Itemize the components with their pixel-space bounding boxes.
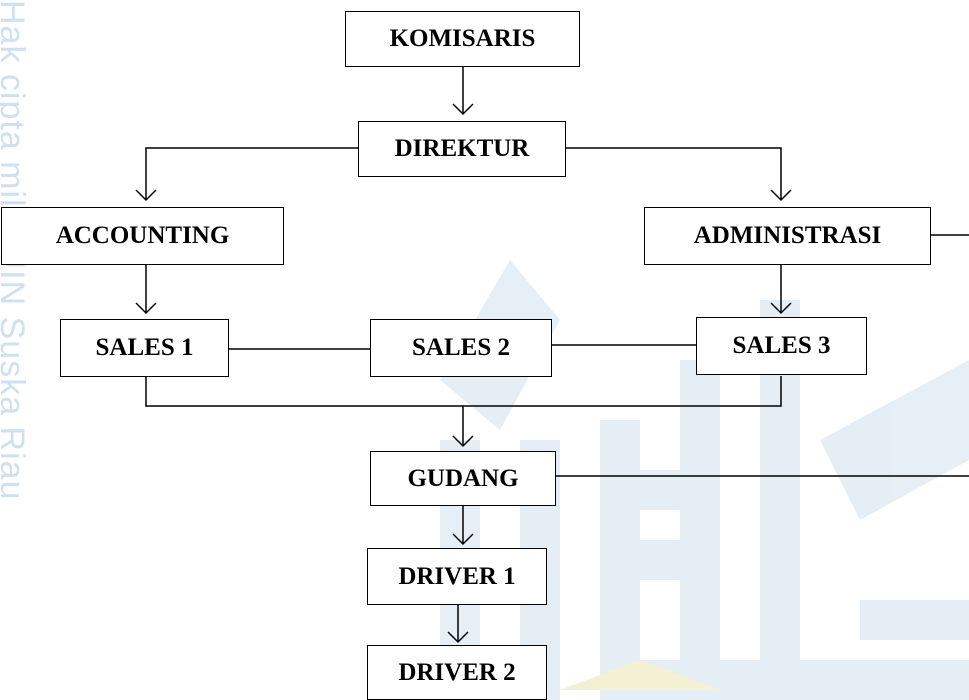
node-driver-2: DRIVER 2	[367, 645, 547, 700]
node-gudang: GUDANG	[370, 451, 556, 506]
arrowhead	[770, 302, 792, 315]
arrowhead	[447, 631, 469, 644]
node-sales-2: SALES 2	[370, 319, 552, 377]
node-direktur: DIREKTUR	[358, 121, 566, 177]
node-driver-1: DRIVER 1	[367, 548, 547, 605]
node-administrasi: ADMINISTRASI	[644, 207, 931, 265]
node-sales-3: SALES 3	[696, 317, 867, 375]
node-komisaris: KOMISARIS	[345, 11, 580, 67]
connector-direktur-accounting	[145, 147, 358, 200]
arrowhead	[452, 103, 474, 116]
connector-sales1-bus	[145, 376, 782, 407]
arrowhead	[452, 533, 474, 546]
connector-direktur-administrasi	[566, 147, 782, 200]
arrowhead	[452, 435, 474, 448]
arrowhead	[770, 189, 792, 202]
arrowhead	[135, 302, 157, 315]
node-accounting: ACCOUNTING	[1, 207, 284, 265]
node-sales-1: SALES 1	[60, 319, 229, 377]
arrowhead	[135, 189, 157, 202]
